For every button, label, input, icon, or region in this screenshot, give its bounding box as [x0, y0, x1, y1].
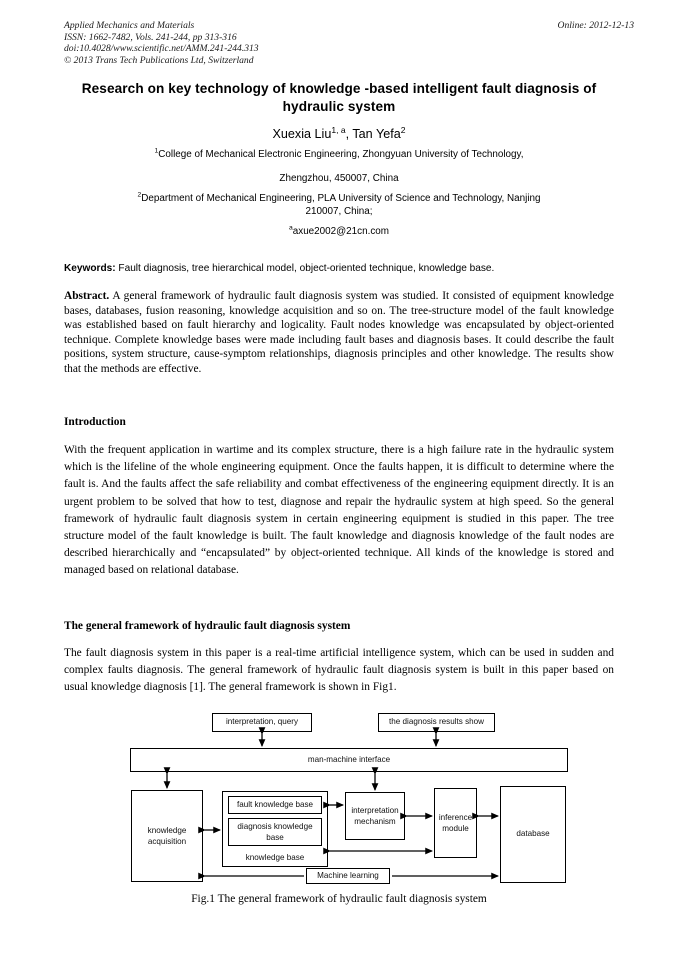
corresponding-email: axue2002@21cn.com	[292, 226, 389, 237]
diagram-box-knowledge-acquisition: knowledge acquisition	[131, 790, 203, 882]
figure-1: interpretation, query the diagnosis resu…	[0, 706, 678, 921]
affiliation-2-marker: 2	[137, 191, 142, 199]
abstract-text: A general framework of hydraulic fault d…	[64, 290, 614, 375]
affiliation-2-text: Department of Mechanical Engineering, PL…	[141, 193, 541, 204]
section-body-general-framework: The fault diagnosis system in this paper…	[64, 647, 614, 694]
diagram-box-inference-module: inference module	[434, 788, 477, 858]
section-body-introduction: With the frequent application in wartime…	[64, 444, 614, 577]
affiliation-1-marker: 1	[154, 147, 159, 155]
abstract-label: Abstract.	[64, 290, 110, 302]
author-2-affiliation-marker: 2	[400, 124, 406, 135]
masthead-left-block: Applied Mechanics and Materials ISSN: 16…	[64, 20, 259, 66]
figure-1-diagram: interpretation, query the diagnosis resu…	[0, 706, 678, 891]
corresponding-email-line: aaxue2002@21cn.com	[64, 225, 614, 238]
keywords-label: Keywords:	[64, 263, 116, 274]
diagram-box-fault-knowledge-base: fault knowledge base	[228, 796, 322, 814]
affiliation-2-line-1: 2Department of Mechanical Engineering, P…	[64, 192, 614, 205]
keywords-block: Keywords: Fault diagnosis, tree hierarch…	[64, 262, 614, 275]
author-2-name: Tan Yefa	[352, 127, 401, 141]
section-heading-general-framework: The general framework of hydraulic fault…	[64, 620, 351, 632]
diagram-box-man-machine-interface: man-machine interface	[130, 748, 568, 772]
diagram-connectors	[163, 727, 500, 880]
masthead: Online: 2012-12-13 Applied Mechanics and…	[64, 20, 634, 66]
affiliation-1-line-1: 1College of Mechanical Electronic Engine…	[64, 148, 614, 161]
diagram-box-interpretation-mechanism: interpretation mechanism	[345, 792, 405, 840]
email-marker: a	[289, 224, 293, 232]
masthead-doi: doi:10.4028/www.scientific.net/AMM.241-2…	[64, 43, 259, 55]
author-line: Xuexia Liu1, a, Tan Yefa2	[60, 126, 618, 142]
page-title: Research on key technology of knowledge …	[81, 81, 597, 114]
diagram-box-diagnosis-knowledge-base: diagnosis knowledge base	[228, 818, 322, 846]
diagram-box-diagnosis-results-show: the diagnosis results show	[378, 713, 495, 732]
masthead-journal-title: Applied Mechanics and Materials	[64, 20, 195, 31]
author-1-affiliation-marker: 1, a	[331, 124, 346, 135]
masthead-issn: ISSN: 1662-7482, Vols. 241-244, pp 313-3…	[64, 31, 237, 43]
affiliation-1-line-2: Zhengzhou, 450007, China	[279, 173, 399, 184]
affiliation-1-text: College of Mechanical Electronic Enginee…	[158, 149, 524, 160]
abstract-block: Abstract. A general framework of hydraul…	[64, 289, 614, 377]
diagram-box-machine-learning: Machine learning	[306, 868, 390, 884]
affiliation-2-line-2: 210007, China;	[305, 206, 373, 217]
author-separator: ,	[345, 127, 353, 141]
diagram-box-database: database	[500, 786, 566, 883]
diagram-box-interpretation-query: interpretation, query	[212, 713, 312, 732]
masthead-copyright: © 2013 Trans Tech Publications Ltd, Swit…	[64, 54, 254, 66]
figure-1-caption: Fig.1 The general framework of hydraulic…	[191, 893, 487, 905]
keywords-text: Fault diagnosis, tree hierarchical model…	[115, 263, 495, 274]
masthead-online-date: Online: 2012-12-13	[557, 20, 634, 31]
section-heading-introduction: Introduction	[64, 416, 126, 428]
author-1-name: Xuexia Liu	[272, 127, 332, 141]
